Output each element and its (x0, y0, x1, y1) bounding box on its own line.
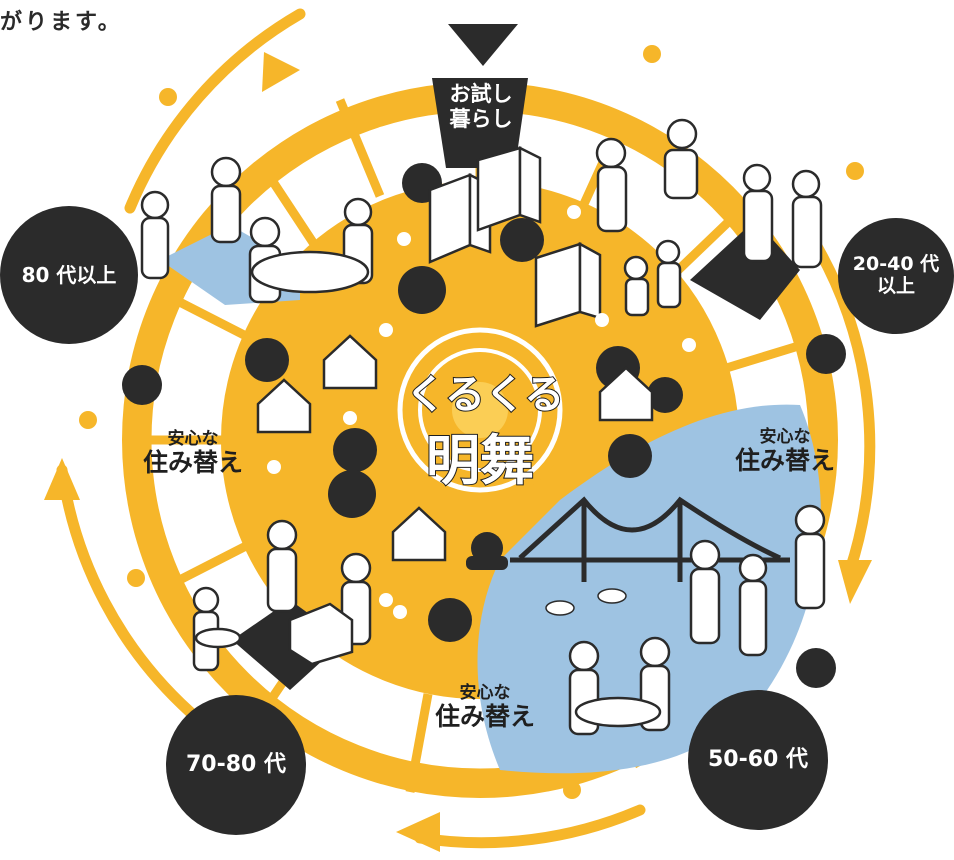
age-badge-label: 20-40 代 (852, 253, 940, 276)
relocation-label-left: 安心な 住み替え (128, 430, 258, 476)
furniture (194, 250, 662, 728)
person-figure (655, 239, 682, 309)
trial-line-2: 暮らし (449, 107, 513, 132)
person-figure (738, 553, 768, 657)
trial-line-1: お試し (449, 82, 513, 106)
table-icon (574, 696, 662, 728)
trial-wedge (432, 78, 528, 168)
person-figure (742, 163, 774, 263)
cycle-arrowheads (44, 52, 872, 852)
center-emblem (388, 318, 572, 502)
center-title-kurukuru: くるくる (405, 371, 565, 419)
relocation-line-1: 安心な (167, 429, 219, 449)
age-badge-sublabel: 以上 (876, 275, 915, 297)
relocation-line-2: 住み替え (142, 447, 243, 477)
age-badge-50-60: 50-60 代 (688, 690, 828, 830)
table-icon (250, 250, 370, 294)
center-title-meimai: 明舞 (425, 428, 535, 493)
person-figure (791, 169, 823, 269)
relocation-label-bottom: 安心な 住み替え (420, 684, 550, 730)
fish-icons (545, 588, 627, 616)
person-figure (595, 137, 628, 233)
relocation-line-1: 安心な (459, 683, 511, 703)
age-badge-label: 50-60 代 (707, 747, 809, 773)
age-badge-80-plus: 80 代以上 (0, 206, 138, 344)
relocation-line-2: 住み替え (434, 701, 535, 731)
trial-living-label: お試し 暮らし (436, 82, 526, 132)
small-flowers (267, 205, 696, 619)
person-figure (689, 539, 721, 645)
person-figure (623, 255, 650, 317)
relocation-label-right: 安心な 住み替え (720, 428, 850, 474)
octopus-icon (466, 532, 508, 570)
person-figure (663, 118, 699, 200)
tree-icons (122, 163, 846, 688)
top-caption: がります。 (0, 10, 123, 35)
age-badge-label: 80 代以上 (21, 262, 117, 287)
person-figure (794, 504, 826, 610)
person-figure (140, 190, 170, 280)
sea-area (477, 404, 821, 774)
trial-pointer-icon (448, 24, 518, 66)
person-figure (266, 519, 298, 613)
age-badge-20-40: 20-40 代 以上 (838, 218, 954, 334)
house-icons (256, 334, 654, 562)
relocation-line-2: 住み替え (734, 445, 835, 475)
table-icon (194, 627, 242, 649)
person-figure (210, 156, 242, 244)
box-icon (288, 602, 354, 666)
age-badge-label: 70-80 代 (185, 752, 287, 778)
outer-cycle-arrows (56, 8, 876, 849)
flower-icons (79, 45, 864, 799)
apartment-buildings (428, 145, 602, 328)
age-badge-70-80: 70-80 代 (166, 695, 306, 835)
relocation-line-1: 安心な (759, 427, 811, 447)
